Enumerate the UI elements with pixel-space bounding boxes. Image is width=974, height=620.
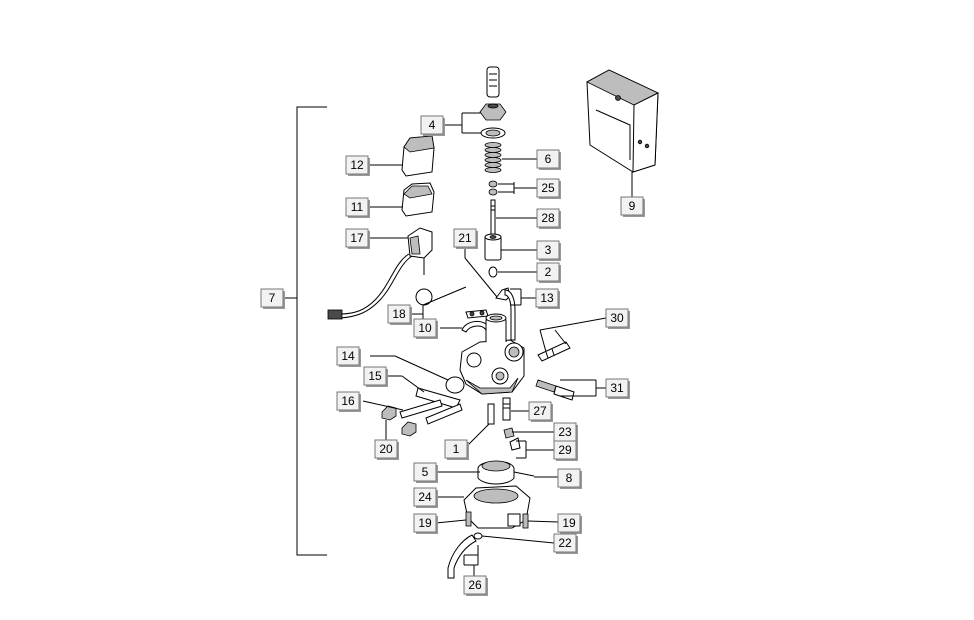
svg-text:14: 14 [341, 349, 355, 363]
callout-6: 6 [536, 149, 561, 170]
callout-29: 29 [553, 440, 578, 461]
svg-text:4: 4 [429, 118, 436, 132]
svg-text:19: 19 [418, 516, 432, 530]
top-cover-part [401, 135, 435, 177]
callout-1: 1 [444, 439, 469, 460]
callout-18: 18 [387, 304, 412, 325]
callout-7: 7 [260, 288, 285, 309]
callout-22: 22 [553, 533, 578, 554]
idle-screw-part [535, 379, 575, 401]
svg-text:15: 15 [368, 369, 382, 383]
svg-text:28: 28 [541, 211, 555, 225]
svg-text:19: 19 [562, 516, 576, 530]
svg-text:23: 23 [558, 425, 572, 439]
svg-text:30: 30 [610, 311, 624, 325]
svg-text:24: 24 [418, 490, 432, 504]
needle-part [490, 199, 496, 235]
part-drawings [327, 66, 659, 579]
carburetor-body-part [459, 313, 525, 395]
lower-cover-part [401, 182, 435, 217]
callout-19-right: 19 [557, 513, 582, 534]
assembly-bracket [283, 106, 327, 556]
svg-text:27: 27 [533, 404, 547, 418]
drain-hose-part [447, 532, 483, 579]
svg-text:7: 7 [269, 291, 276, 305]
float-part [477, 460, 515, 485]
jets-part [487, 397, 511, 425]
callout-labels: 4 12 6 25 11 9 28 17 [260, 115, 645, 596]
svg-text:25: 25 [541, 181, 555, 195]
callout-30: 30 [605, 308, 630, 329]
callout-5: 5 [413, 462, 438, 483]
choke-part [327, 227, 433, 320]
callout-10: 10 [413, 318, 438, 339]
clip-part [488, 180, 498, 196]
callout-20: 20 [374, 439, 399, 460]
studs-part [399, 387, 463, 425]
plate-part [465, 309, 489, 319]
svg-text:16: 16 [341, 394, 355, 408]
svg-text:5: 5 [422, 465, 429, 479]
top-cylinder-part [486, 66, 500, 98]
svg-text:3: 3 [545, 243, 552, 257]
callout-16: 16 [336, 391, 361, 412]
callout-15: 15 [363, 366, 388, 387]
svg-text:10: 10 [418, 321, 432, 335]
callout-3: 3 [536, 240, 561, 261]
callout-2: 2 [536, 262, 561, 283]
slide-part [484, 233, 502, 261]
adjust-screw-part [537, 341, 571, 362]
svg-text:8: 8 [566, 471, 573, 485]
pin-part [513, 471, 535, 477]
svg-text:31: 31 [610, 381, 624, 395]
nuts-part [381, 405, 417, 437]
callout-21: 21 [453, 228, 478, 249]
callout-11: 11 [345, 197, 370, 218]
callout-27: 27 [528, 401, 553, 422]
svg-text:12: 12 [350, 158, 364, 172]
small-ring-part [488, 266, 498, 278]
svg-text:11: 11 [351, 200, 364, 214]
svg-text:13: 13 [540, 291, 554, 305]
callout-12: 12 [345, 155, 370, 176]
nut-washer-part [479, 103, 507, 139]
svg-text:22: 22 [558, 536, 572, 550]
callout-23: 23 [553, 422, 578, 443]
float-bowl-part [463, 485, 531, 529]
svg-text:20: 20 [379, 442, 393, 456]
svg-text:1: 1 [453, 442, 460, 456]
svg-text:17: 17 [350, 231, 364, 245]
callout-13: 13 [535, 288, 560, 309]
svg-text:2: 2 [545, 265, 552, 279]
small-screws-part [503, 427, 521, 451]
spring-part [484, 142, 502, 173]
leader-lines [362, 112, 633, 576]
callout-9: 9 [620, 196, 645, 217]
svg-text:26: 26 [468, 578, 482, 592]
mounting-bracket-part [586, 69, 659, 173]
callout-31: 31 [605, 378, 630, 399]
callout-14: 14 [336, 346, 361, 367]
callout-17: 17 [345, 228, 370, 249]
gasket-ring-part [445, 376, 465, 394]
callout-25: 25 [536, 178, 561, 199]
callout-26: 26 [463, 575, 488, 596]
svg-text:9: 9 [629, 199, 636, 213]
callout-4: 4 [420, 115, 445, 136]
callout-28: 28 [536, 208, 561, 229]
svg-text:6: 6 [545, 152, 552, 166]
svg-text:18: 18 [392, 307, 406, 321]
callout-8: 8 [557, 468, 582, 489]
svg-text:21: 21 [458, 231, 472, 245]
callout-19-left: 19 [413, 513, 438, 534]
callout-24: 24 [413, 487, 438, 508]
svg-text:29: 29 [558, 443, 572, 457]
